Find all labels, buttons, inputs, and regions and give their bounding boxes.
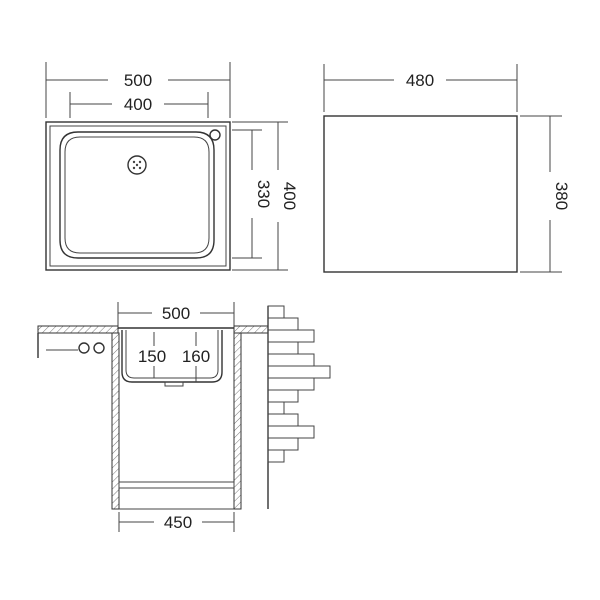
brick <box>267 341 299 355</box>
bowl-section-inner <box>125 330 219 379</box>
drain-hole <box>135 163 139 167</box>
brick <box>267 305 285 319</box>
dim-label-depth-right: 160 <box>182 347 210 366</box>
brick <box>267 317 299 331</box>
brick <box>267 437 299 451</box>
sink-bowl-outer <box>59 131 215 259</box>
dim-label-inner-height: 330 <box>254 180 273 208</box>
brick <box>267 425 315 439</box>
brick <box>267 365 331 379</box>
drain-hole <box>132 166 136 170</box>
brick <box>267 413 299 427</box>
sink-bowl-inner <box>64 136 210 254</box>
brick <box>267 389 299 403</box>
drain-hole <box>138 160 142 164</box>
dim-label-cutout-width: 480 <box>406 71 434 90</box>
dim-label-section-width: 500 <box>162 304 190 323</box>
dim-label-outer-height: 400 <box>280 182 299 210</box>
countertop-right <box>233 325 269 334</box>
section-view: 500 150 160 450 <box>37 302 331 532</box>
brick <box>267 329 315 343</box>
dim-label-depth-left: 150 <box>138 347 166 366</box>
cabinet-shelf <box>118 481 235 489</box>
drain-icon <box>127 155 147 175</box>
cabinet-wall-left <box>111 332 120 510</box>
brick <box>267 353 315 367</box>
brick <box>267 449 285 463</box>
cabinet-wall-right <box>233 332 242 510</box>
dim-label-outer-width: 500 <box>124 71 152 90</box>
knob-icon <box>93 342 105 354</box>
dim-label-cutout-height: 380 <box>552 182 571 210</box>
drain-hole <box>132 160 136 164</box>
sink-top-view: 500 400 330 400 <box>45 62 299 271</box>
brick <box>267 401 285 415</box>
brick <box>267 377 315 391</box>
drain-outlet <box>164 381 184 387</box>
cutout-rectangle <box>323 115 518 273</box>
dim-label-cabinet-width: 450 <box>164 513 192 532</box>
overflow-hole-icon <box>209 129 221 141</box>
dim-label-inner-width: 400 <box>124 95 152 114</box>
countertop-left <box>37 325 119 334</box>
sink-frame <box>45 121 231 271</box>
sink-frame-inner <box>49 125 227 267</box>
drain-hole <box>138 166 142 170</box>
knob-icon <box>78 342 90 354</box>
brick-wall <box>267 305 331 509</box>
cutout-view: 480 380 <box>323 64 571 273</box>
